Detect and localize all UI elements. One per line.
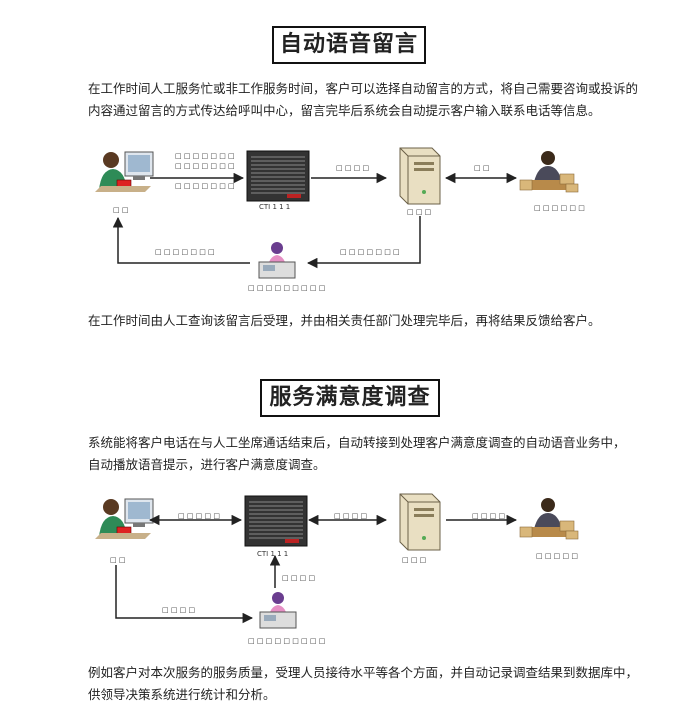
label-switch-server: □ □ □ □ (334, 512, 367, 520)
label-dial-in-1: □ □ □ □ □ □ □ (175, 152, 235, 160)
agent-icon (258, 241, 296, 279)
server-icon (399, 493, 441, 551)
label-customer-switch: □ □ □ □ □ (178, 512, 220, 520)
label-customer-agent: □ □ □ □ (162, 606, 195, 614)
diagram-1: □ □ CTI 1 1 1 □ □ □ □ □ □ □ □ □ □ □ □ □ … (94, 147, 585, 292)
manager-caption: □ □ □ □ □ □ (534, 204, 585, 212)
label-agent-customer: □ □ □ □ □ □ □ (155, 248, 215, 256)
server-caption: □ □ □ (402, 556, 426, 564)
customer-icon (94, 151, 154, 193)
label-dial-in-3: □ □ □ □ □ □ □ (175, 182, 235, 190)
customer-caption: □ □ (113, 206, 128, 214)
diagram-2: □ □ CTI 1 1 1 □ □ □ □ □ □ □ □ □ □ □ □ □ … (94, 493, 579, 645)
server-caption: □ □ □ (407, 208, 431, 216)
section2-outro-line-2: 供领导决策系统进行统计和分析。 (88, 687, 276, 702)
manager-icon (519, 497, 579, 540)
customer-caption: □ □ (110, 556, 125, 564)
section1-intro-line-1: 在工作时间人工服务忙或非工作服务时间，客户可以选择自动留言的方式，将自己需要咨询… (88, 81, 639, 96)
switch-caption: CTI 1 1 1 (257, 550, 288, 558)
agent-caption: □ □ □ □ □ □ □ □ □ (248, 637, 325, 645)
agent-caption: □ □ □ □ □ □ □ □ □ (248, 284, 325, 292)
server-icon (399, 147, 441, 205)
section2-intro-line-1: 系统能将客户电话在与人工坐席通话结束后，自动转接到处理客户满意度调查的自动语音业… (88, 435, 626, 450)
section1-intro: 在工作时间人工服务忙或非工作服务时间，客户可以选择自动留言的方式，将自己需要咨询… (88, 78, 648, 122)
section2-title: 服务满意度调查 (260, 379, 440, 417)
arrow-server-to-agent (306, 216, 421, 269)
section1-title: 自动语音留言 (272, 26, 426, 64)
arrow-agent-to-customer (112, 216, 250, 264)
label-server-manager: □ □ (474, 164, 489, 172)
section2-intro: 系统能将客户电话在与人工坐席通话结束后，自动转接到处理客户满意度调查的自动语音业… (88, 432, 648, 476)
pbx-switch-icon (246, 150, 310, 202)
switch-caption: CTI 1 1 1 (259, 203, 290, 211)
section1-intro-line-2: 内容通过留言的方式传达给呼叫中心，留言完毕后系统会自动提示客户输入联系电话等信息… (88, 103, 601, 118)
pbx-switch-icon (244, 495, 308, 547)
section2-outro-line-1: 例如客户对本次服务的服务质量，受理人员接待水平等各个方面，并自动记录调查结果到数… (88, 665, 639, 680)
arrow-customer-to-agent (115, 565, 254, 624)
section2-intro-line-2: 自动播放语音提示，进行客户满意度调查。 (88, 457, 326, 472)
section1-outro: 在工作时间由人工查询该留言后受理，并由相关责任部门处理完毕后，再将结果反馈给客户… (88, 310, 648, 332)
section2-outro: 例如客户对本次服务的服务质量，受理人员接待水平等各个方面，并自动记录调查结果到数… (88, 662, 648, 706)
label-server-agent: □ □ □ □ □ □ □ (340, 248, 400, 256)
agent-icon (259, 591, 297, 629)
label-switch-server: □ □ □ □ (336, 164, 369, 172)
section1-outro-line: 在工作时间由人工查询该留言后受理，并由相关责任部门处理完毕后，再将结果反馈给客户… (88, 313, 601, 328)
label-dial-in-2: □ □ □ □ □ □ □ (175, 162, 235, 170)
label-server-manager: □ □ □ □ (472, 512, 505, 520)
manager-icon (519, 150, 579, 193)
customer-icon (94, 498, 154, 540)
manager-caption: □ □ □ □ □ (536, 552, 578, 560)
label-agent-switch: □ □ □ □ (282, 574, 315, 582)
